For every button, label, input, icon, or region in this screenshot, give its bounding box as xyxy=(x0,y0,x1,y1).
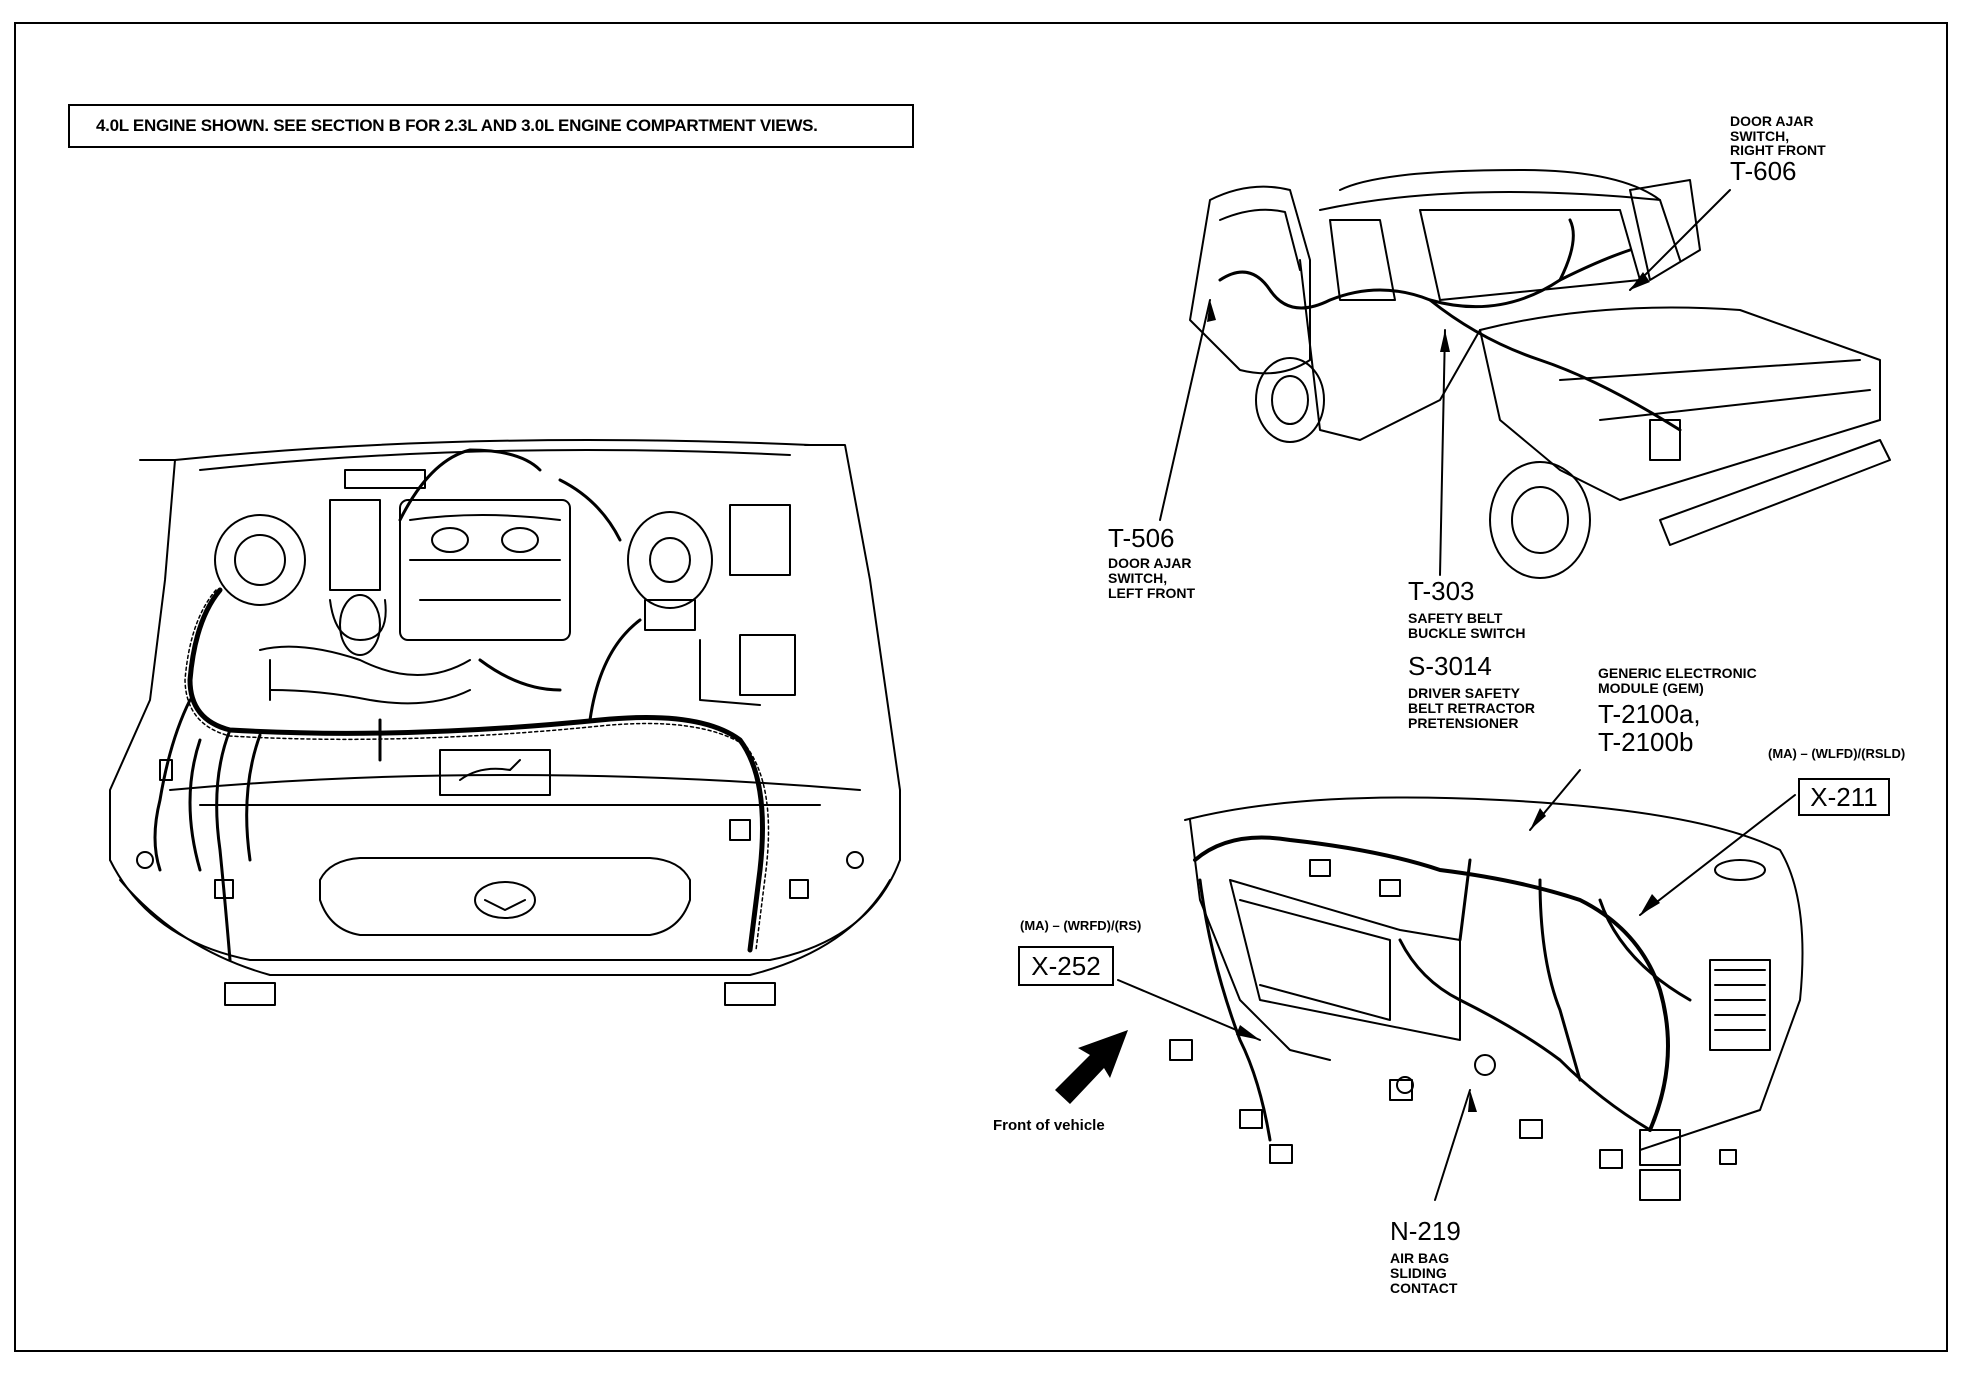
x252-code-box: X-252 xyxy=(1018,946,1114,986)
t506-desc-3: LEFT FRONT xyxy=(1108,584,1196,601)
callout-t303: T-303 SAFETY BELT BUCKLE SWITCH xyxy=(1408,576,1526,641)
t606-desc-3: RIGHT FRONT xyxy=(1730,142,1826,159)
t303-desc-1: SAFETY BELT xyxy=(1408,610,1503,627)
engine-compartment-illustration xyxy=(109,439,901,1006)
n219-desc-3: CONTACT xyxy=(1390,1279,1458,1296)
gem-code-1: T-2100a, xyxy=(1598,699,1701,730)
x211-code-box: X-211 xyxy=(1798,778,1890,816)
s3014-desc-3: PRETENSIONER xyxy=(1408,714,1519,731)
page-frame xyxy=(14,22,1948,1352)
t606-code: T-606 xyxy=(1730,156,1797,187)
t606-desc-2: SWITCH, xyxy=(1730,127,1790,144)
t606-desc-1: DOOR AJAR xyxy=(1730,113,1814,129)
engine-note-box: 4.0L ENGINE SHOWN. SEE SECTION B FOR 2.3… xyxy=(68,104,914,148)
front-of-vehicle-label: Front of vehicle xyxy=(993,1117,1105,1134)
engine-note-text: 4.0L ENGINE SHOWN. SEE SECTION B FOR 2.3… xyxy=(96,116,818,135)
instrument-panel-illustration xyxy=(1169,796,1804,1201)
callout-t606: DOOR AJAR SWITCH, RIGHT FRONT T-606 xyxy=(1730,114,1826,185)
callout-gem: GENERIC ELECTRONIC MODULE (GEM) T-2100a,… xyxy=(1598,666,1757,756)
gem-code-2: T-2100b xyxy=(1598,726,1694,757)
callout-t506: T-506 DOOR AJAR SWITCH, LEFT FRONT xyxy=(1108,523,1196,601)
n219-code: N-219 xyxy=(1390,1216,1461,1246)
s3014-desc-2: BELT RETRACTOR xyxy=(1408,699,1536,716)
front-arrow xyxy=(1055,1030,1128,1104)
pickup-truck-illustration xyxy=(1189,169,1891,579)
x211-note: (MA) – (WLFD)/(RSLD) xyxy=(1768,746,1906,761)
t506-code: T-506 xyxy=(1108,523,1175,553)
s3014-code: S-3014 xyxy=(1408,651,1492,681)
n219-desc-1: AIR BAG xyxy=(1390,1250,1450,1267)
callout-n219: N-219 AIR BAG SLIDING CONTACT xyxy=(1390,1216,1461,1296)
callout-s3014: S-3014 DRIVER SAFETY BELT RETRACTOR PRET… xyxy=(1408,651,1536,731)
t506-desc-1: DOOR AJAR xyxy=(1108,555,1192,572)
n219-desc-2: SLIDING xyxy=(1390,1264,1447,1281)
x252-note: (MA) – (WRFD)/(RS) xyxy=(1020,918,1142,933)
callout-leader-lines xyxy=(1117,189,1796,1201)
s3014-desc-1: DRIVER SAFETY xyxy=(1408,685,1521,702)
t303-desc-2: BUCKLE SWITCH xyxy=(1408,624,1526,641)
t506-desc-2: SWITCH, xyxy=(1108,569,1168,586)
gem-desc-1: GENERIC ELECTRONIC xyxy=(1598,665,1757,681)
x211-code: X-211 xyxy=(1810,781,1878,812)
gem-desc-2: MODULE (GEM) xyxy=(1598,679,1704,696)
t303-code: T-303 xyxy=(1408,576,1475,606)
x252-code: X-252 xyxy=(1031,950,1101,981)
